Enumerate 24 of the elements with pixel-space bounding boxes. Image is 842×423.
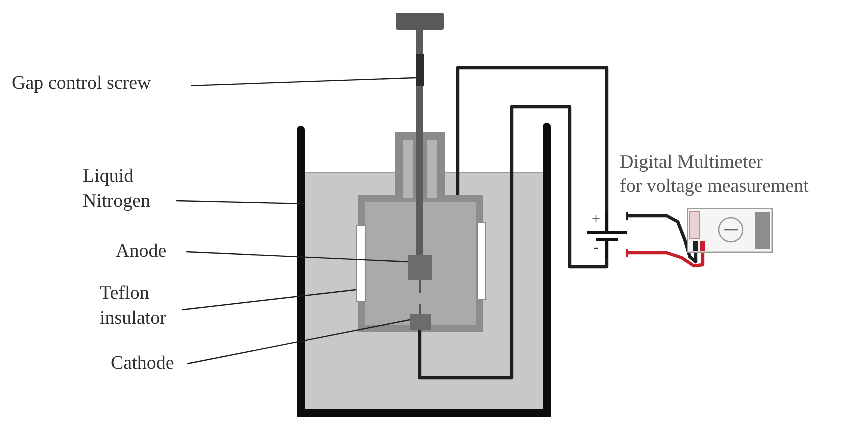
part-label: Gap control screw xyxy=(12,72,152,96)
instrument-label: Digital Multimeter for voltage measurement xyxy=(620,151,809,199)
liquid-bath xyxy=(305,172,543,409)
upper-electrode xyxy=(408,255,432,293)
leader-line xyxy=(186,251,408,263)
leader-line xyxy=(187,319,410,365)
part-label: Liquid Nitrogen xyxy=(83,164,151,214)
wire xyxy=(456,66,609,212)
leader-line xyxy=(191,77,416,87)
wire xyxy=(418,105,609,380)
leader-line xyxy=(176,200,306,205)
screw-rod xyxy=(416,30,424,256)
part-label: Anode xyxy=(116,240,167,264)
test-chamber xyxy=(358,195,483,332)
leader-line xyxy=(182,289,356,311)
polarity-sign: - xyxy=(594,240,599,256)
polarity-sign: + xyxy=(592,212,600,228)
part-label: Cathode xyxy=(111,352,174,376)
test-lead xyxy=(626,248,705,268)
test-lead xyxy=(626,210,698,264)
insulator-strip xyxy=(356,225,366,302)
part-label: Teflon insulator xyxy=(100,281,166,331)
lower-electrode xyxy=(410,304,431,330)
multimeter-icon xyxy=(687,208,773,253)
